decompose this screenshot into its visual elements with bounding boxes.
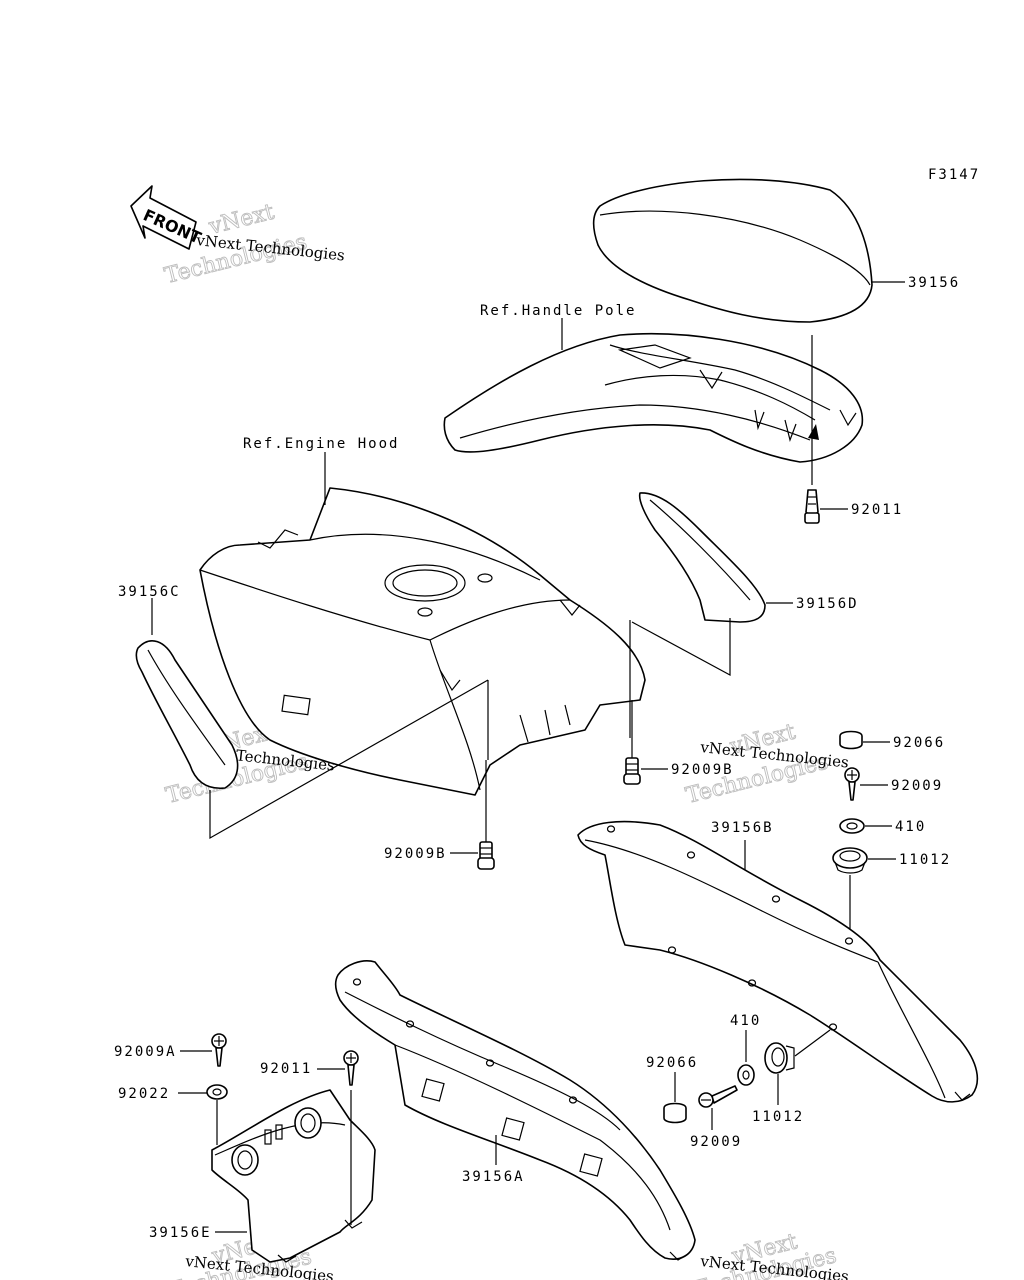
seat-pad-39156 xyxy=(592,178,873,323)
leader-11012-to-hole xyxy=(794,1029,831,1057)
engine-hood-ref xyxy=(199,487,646,796)
grommet-11012-top-icon xyxy=(832,847,868,874)
bolt-92009B-right-icon xyxy=(623,757,641,785)
side-pad-39156D xyxy=(638,492,766,623)
label-39156: 39156 xyxy=(908,275,960,291)
screw-92011-top-icon xyxy=(804,489,820,524)
ref-handle-pole: Ref.Handle Pole xyxy=(480,303,636,319)
label-92066-bottom: 92066 xyxy=(646,1055,698,1071)
label-92009B-left: 92009B xyxy=(384,846,447,862)
label-92009A: 92009A xyxy=(114,1044,177,1060)
screw-92009A-icon xyxy=(211,1033,227,1067)
ref-engine-hood: Ref.Engine Hood xyxy=(243,436,399,452)
bracket-pad-39156E xyxy=(211,1089,376,1263)
label-39156A: 39156A xyxy=(462,1169,525,1185)
washer-92022-icon xyxy=(206,1084,228,1100)
label-39156C: 39156C xyxy=(118,584,181,600)
screw-92009-bottom-icon xyxy=(698,1085,738,1108)
grommet-11012-bottom-icon xyxy=(764,1042,795,1074)
cap-92066-top-icon xyxy=(839,730,863,750)
fender-pad-39156B xyxy=(577,820,979,1103)
screw-92011-bottom-icon xyxy=(343,1050,359,1086)
side-pad-39156C xyxy=(135,640,239,790)
label-39156D: 39156D xyxy=(796,596,859,612)
label-11012-bottom: 11012 xyxy=(752,1109,804,1125)
front-arrow-icon: FRONT xyxy=(130,185,204,250)
footrest-pad-39156A xyxy=(334,960,696,1261)
label-92009B-right: 92009B xyxy=(671,762,734,778)
label-410-bottom: 410 xyxy=(730,1013,761,1029)
label-92009-top: 92009 xyxy=(891,778,943,794)
bolt-92009B-left-icon xyxy=(477,841,495,870)
assembly-line-39156C xyxy=(209,679,489,840)
washer-410-bottom-icon xyxy=(737,1064,755,1086)
screw-92009-top-icon xyxy=(844,767,860,801)
cap-92066-bottom-icon xyxy=(663,1102,687,1124)
diagram-code: F3147 xyxy=(928,167,980,183)
label-39156E: 39156E xyxy=(149,1225,212,1241)
handle-pole-ref xyxy=(443,333,864,463)
assembly-line-39156D xyxy=(629,618,731,738)
label-39156B: 39156B xyxy=(711,820,774,836)
washer-410-top-icon xyxy=(839,818,865,834)
label-92011-bottom: 92011 xyxy=(260,1061,312,1077)
label-92009-bottom: 92009 xyxy=(690,1134,742,1150)
label-92022: 92022 xyxy=(118,1086,170,1102)
label-11012-top: 11012 xyxy=(899,852,951,868)
label-92011-top: 92011 xyxy=(851,502,903,518)
label-92066-top: 92066 xyxy=(893,735,945,751)
label-410-top: 410 xyxy=(895,819,926,835)
